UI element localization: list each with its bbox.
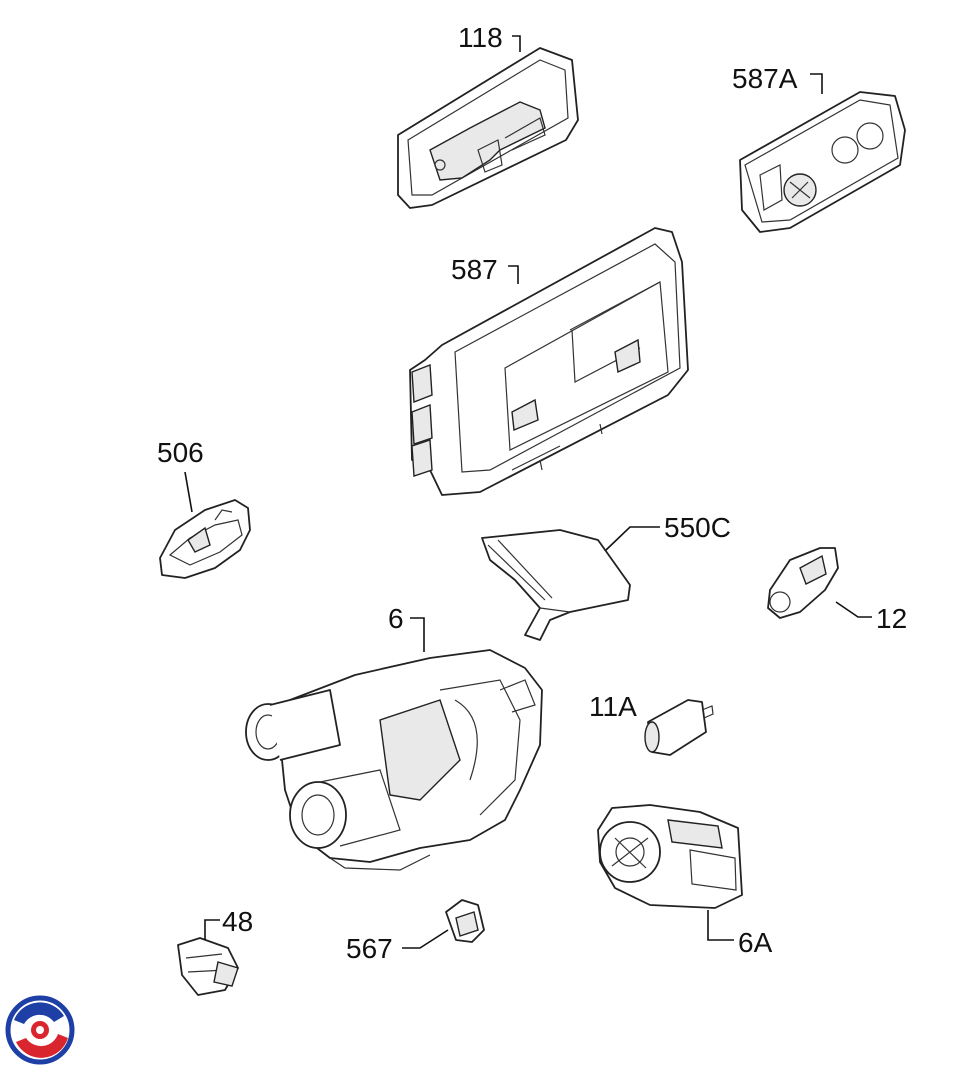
part-587a [739,91,906,233]
part-12 [767,547,839,619]
label-550c: 550C [664,512,731,543]
part-6a [597,804,743,909]
label-6a: 6A [738,927,773,958]
label-11a: 11A [589,691,637,722]
leader-6 [410,617,425,652]
part-567 [445,899,485,943]
label-587: 587 [451,254,498,285]
part-48 [177,937,239,996]
label-506: 506 [157,437,204,468]
label-48: 48 [222,906,253,937]
leader-550c [605,526,660,551]
label-12: 12 [876,603,907,634]
leader-567 [402,929,449,949]
part-6 [245,649,543,871]
leader-12 [835,601,872,618]
part-587 [409,227,689,496]
leader-587a [810,73,823,94]
label-118: 118 [458,22,503,53]
part-506 [159,499,251,579]
brand-logo [5,995,75,1065]
label-567: 567 [346,933,393,964]
label-6: 6 [388,603,404,634]
leader-6a [707,910,734,941]
part-118 [397,47,579,209]
part-11a [644,699,714,756]
leader-506 [184,471,193,513]
label-587a: 587A [732,63,798,94]
leader-48 [204,919,220,940]
leader-587 [508,265,519,284]
leader-118 [512,35,521,52]
part-550c [481,529,631,641]
